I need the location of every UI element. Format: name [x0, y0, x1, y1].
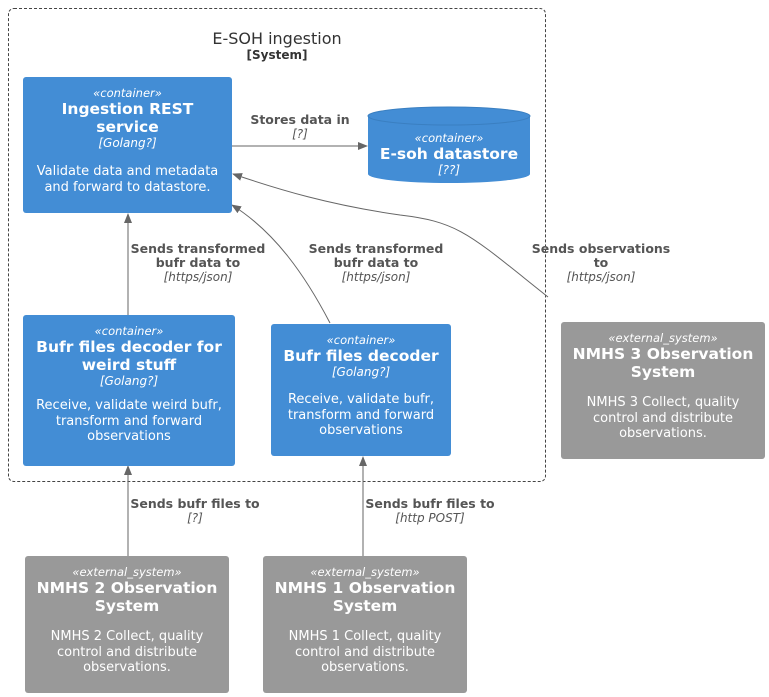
database-icon	[367, 106, 531, 183]
edge-label-decoder-to-ingest: Sends transformed bufr data to [https/js…	[303, 241, 449, 285]
node-name: System	[332, 597, 398, 615]
node-name: Bufr files decoder	[283, 347, 439, 365]
edge-text: Sends bufr files to	[365, 496, 495, 511]
edge-label-nmhs1-to-decoder: Sends bufr files to [http POST]	[361, 496, 499, 526]
stereotype-label: «container»	[326, 333, 396, 347]
stereotype-label: «container»	[414, 131, 484, 145]
edge-text: bufr data to	[333, 255, 419, 270]
boundary-name: E-SOH ingestion	[212, 29, 342, 48]
node-desc: observations.	[83, 660, 171, 675]
edge-label-nmhs3-to-ingest: Sends observations to [https/json]	[526, 241, 676, 285]
node-desc: NMHS 3 Collect, quality	[586, 395, 740, 410]
node-name: NMHS 2 Observation	[36, 579, 218, 597]
stereotype-label: «container»	[94, 324, 164, 338]
edge-nmhs3-to-ingest	[232, 173, 549, 298]
node-name: System	[94, 597, 160, 615]
stereotype-label: «external_system»	[608, 331, 718, 345]
node-desc: NMHS 2 Collect, quality	[50, 629, 204, 644]
edge-tech: [https/json]	[163, 270, 233, 284]
edge-tech: [https/json]	[566, 270, 636, 284]
ingestion-rest-service-node[interactable]: «container» Ingestion REST service [Gola…	[23, 77, 232, 213]
stereotype-label: «container»	[93, 86, 162, 100]
node-name: Bufr files decoder for	[36, 338, 222, 356]
node-desc: control and distribute	[592, 410, 734, 426]
node-desc: control and distribute	[294, 644, 436, 660]
node-tech: [Golang?]	[99, 374, 159, 388]
node-desc: and forward to datastore.	[44, 179, 211, 195]
node-desc: Validate data and metadata	[36, 164, 219, 179]
node-tech: [??]	[437, 163, 461, 177]
node-name: System	[630, 363, 696, 381]
node-desc: observations	[87, 429, 171, 444]
node-tech: [Golang?]	[331, 365, 391, 379]
edge-text: Stores data in	[250, 112, 350, 127]
e-soh-datastore-node[interactable]: «container» E-soh datastore [??]	[367, 106, 531, 184]
node-desc: observations.	[321, 660, 409, 675]
edge-decoder-to-ingest	[231, 204, 331, 324]
node-desc: observations.	[619, 426, 707, 441]
node-desc: transform and forward	[55, 413, 203, 429]
node-desc: NMHS 1 Collect, quality	[288, 629, 442, 644]
node-name: NMHS 1 Observation	[274, 579, 456, 597]
weird-bufr-decoder-node[interactable]: «container» Bufr files decoder for weird…	[23, 315, 235, 466]
node-desc: Receive, validate weird bufr,	[36, 398, 222, 413]
system-boundary: E-SOH ingestion [System]	[8, 8, 546, 482]
node-name: weird stuff	[81, 356, 177, 374]
edge-tech: [https/json]	[341, 270, 411, 284]
node-desc: control and distribute	[56, 644, 198, 660]
node-name: E-soh datastore	[379, 145, 519, 163]
edge-text: to	[593, 255, 609, 270]
edge-label-stores: Stores data in [?]	[240, 112, 360, 142]
edge-text: Sends transformed	[130, 241, 266, 256]
edge-label-nmhs2-to-weird: Sends bufr files to [?]	[126, 496, 264, 526]
edge-tech: [http POST]	[395, 511, 465, 525]
edge-tech: [?]	[187, 511, 203, 525]
edge-text: bufr data to	[155, 255, 241, 270]
node-name: service	[96, 118, 159, 136]
edge-text: Sends transformed	[308, 241, 444, 256]
boundary-type: [System]	[246, 48, 308, 62]
nmhs3-system-node[interactable]: «external_system» NMHS 3 Observation Sys…	[561, 322, 765, 459]
node-name: Ingestion REST	[61, 100, 194, 118]
bufr-decoder-node[interactable]: «container» Bufr files decoder [Golang?]…	[271, 324, 451, 456]
node-desc: transform and forward	[287, 407, 435, 423]
nmhs2-system-node[interactable]: «external_system» NMHS 2 Observation Sys…	[25, 556, 229, 693]
stereotype-label: «external_system»	[310, 565, 420, 579]
edge-text: Sends observations	[531, 241, 671, 256]
edge-tech: [?]	[292, 127, 308, 141]
node-desc: Receive, validate bufr,	[287, 392, 435, 407]
node-tech: [Golang?]	[98, 136, 157, 150]
node-name: NMHS 3 Observation	[572, 345, 754, 363]
edge-text: Sends bufr files to	[130, 496, 260, 511]
nmhs1-system-node[interactable]: «external_system» NMHS 1 Observation Sys…	[263, 556, 467, 693]
edge-label-weird-to-ingest: Sends transformed bufr data to [https/js…	[125, 241, 271, 285]
stereotype-label: «external_system»	[72, 565, 182, 579]
node-desc: observations	[319, 423, 403, 438]
